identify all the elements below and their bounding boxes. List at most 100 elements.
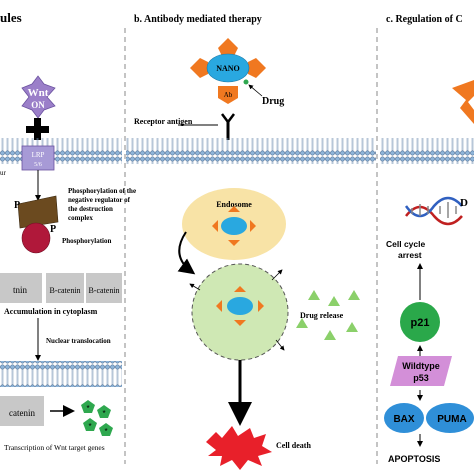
target-gene-star-4: *	[104, 427, 107, 436]
wildtype-line1: Wildtype	[402, 361, 439, 371]
nano-core	[206, 53, 250, 83]
drug-triangle-3	[348, 290, 360, 300]
release-arrow-se	[275, 339, 285, 351]
drug-release-label: Drug release	[300, 311, 344, 320]
phospho-regulator-line3: the destruction	[68, 205, 113, 213]
accumulation-label: Accumulation in cytoplasm	[4, 307, 98, 316]
lrp-label: LRP	[32, 151, 45, 159]
phospho-regulator-line1: Phosphorylation of the	[68, 187, 136, 195]
p21-node	[400, 302, 440, 342]
p-label-1: P	[14, 200, 20, 211]
nuclear-catenin-box	[0, 396, 44, 426]
antibody-block	[218, 86, 238, 104]
nano-label: NANO	[216, 64, 240, 73]
cell-cycle-line1: Cell cycle	[386, 239, 425, 249]
nanoparticle-top: NANO Ab Drug	[190, 38, 284, 107]
endosome-to-release-arrow	[177, 231, 196, 275]
phosphorylation-label: Phosphorylation	[62, 237, 112, 245]
catenin-box-1-label: tnin	[13, 285, 28, 295]
endo-ligand-bottom	[228, 240, 240, 246]
release-arrow-nw	[189, 283, 201, 291]
drug-triangle-4	[296, 318, 308, 328]
panel-a-title: ules	[0, 10, 22, 25]
endo-ligand-top	[228, 206, 240, 212]
release-nanoparticle	[216, 286, 264, 326]
cell-death-burst	[206, 426, 272, 470]
membrane-b	[126, 138, 376, 164]
endosome-nanoparticle	[212, 206, 256, 246]
release-ligand-right	[258, 300, 264, 312]
panel-a: ules Wnt ON LRP 5/6 ur Phosphorylation o…	[0, 10, 136, 452]
left-cut-label: ur	[0, 169, 7, 177]
panel-c-title: c. Regulation of C	[386, 14, 463, 25]
p21-label: p21	[411, 317, 430, 329]
catenin-box-3-label: B-catenin	[88, 286, 119, 295]
membrane-a-nuclear	[0, 361, 122, 387]
lrp-sub-label: 5/6	[34, 162, 42, 168]
release-ligand-bottom	[234, 320, 246, 326]
target-gene-marker-4	[99, 423, 113, 436]
panel-b-title: b. Antibody mediated therapy	[134, 14, 262, 25]
wildtype-line2: p53	[413, 373, 429, 383]
receptor-label: Receptor antigen	[134, 117, 193, 126]
drug-triangle-5	[324, 330, 336, 340]
target-gene-star-2: *	[102, 409, 105, 418]
catenin-box-2	[46, 273, 84, 303]
target-gene-marker-2	[97, 405, 111, 418]
cell-cycle-line2: arrest	[398, 250, 422, 260]
wnt-label: Wnt	[28, 87, 49, 99]
catenin-box-1	[0, 273, 42, 303]
p-label-2: P	[50, 224, 56, 235]
puma-node	[426, 403, 474, 433]
membrane-a-top	[0, 138, 122, 164]
cell-death-label: Cell death	[276, 441, 311, 450]
phospho-protein	[21, 222, 51, 254]
target-gene-star-1: *	[86, 404, 89, 413]
dna-fragment-label: D	[460, 197, 468, 209]
endo-nano-core	[221, 217, 247, 235]
drug-pointer-arrow	[248, 84, 263, 97]
catenin-box-3	[86, 273, 122, 303]
bax-node	[384, 403, 424, 433]
endosome-label: Endosome	[216, 200, 252, 209]
target-gene-star-3: *	[88, 422, 91, 431]
target-gene-marker-3	[83, 418, 97, 431]
phospho-regulator-line2: negative regulator of	[68, 196, 131, 204]
nuclear-catenin-label: catenin	[9, 408, 35, 418]
orange-ligand-left	[190, 58, 208, 78]
lrp-receptor	[21, 145, 55, 171]
nuclear-translocation-label: Nuclear translocation	[46, 337, 111, 345]
transcription-label: Transcription of Wnt target genes	[4, 443, 105, 452]
drug-triangle-6	[346, 322, 358, 332]
wnt-state-label: ON	[31, 100, 45, 110]
ab-label: Ab	[224, 91, 233, 99]
plus-icon-horizontal	[26, 126, 49, 133]
orange-ligand-right	[248, 58, 266, 78]
panel-c: c. Regulation of C D Cell cycle arrest p…	[380, 14, 474, 464]
drug-triangle-2	[328, 296, 340, 306]
release-nano-core	[227, 297, 253, 315]
orange-ligand-top	[218, 38, 238, 56]
release-arrow-ne	[271, 269, 283, 281]
drug-triangle-1	[308, 290, 320, 300]
orange-stress-signal	[452, 80, 474, 124]
target-gene-marker-1	[81, 400, 95, 413]
endo-ligand-left	[212, 220, 218, 232]
p53-node	[390, 356, 452, 386]
membrane-c	[380, 138, 474, 164]
receptor-antigen-shape	[221, 113, 235, 125]
bax-label: BAX	[393, 414, 414, 425]
drug-molecule	[243, 79, 249, 85]
endo-ligand-right	[250, 220, 256, 232]
catenin-box-2-label: B-catenin	[49, 286, 80, 295]
wnt-ligand-star	[21, 75, 56, 119]
destruction-complex	[17, 195, 59, 229]
drug-label: Drug	[262, 96, 284, 107]
puma-label: PUMA	[437, 414, 466, 425]
dna-helix-icon	[404, 196, 463, 226]
apoptosis-label: APOPTOSIS	[388, 454, 440, 464]
panel-b: b. Antibody mediated therapy NANO Ab Dru…	[126, 14, 376, 470]
release-ligand-left	[216, 300, 222, 312]
release-ligand-top	[234, 286, 246, 292]
